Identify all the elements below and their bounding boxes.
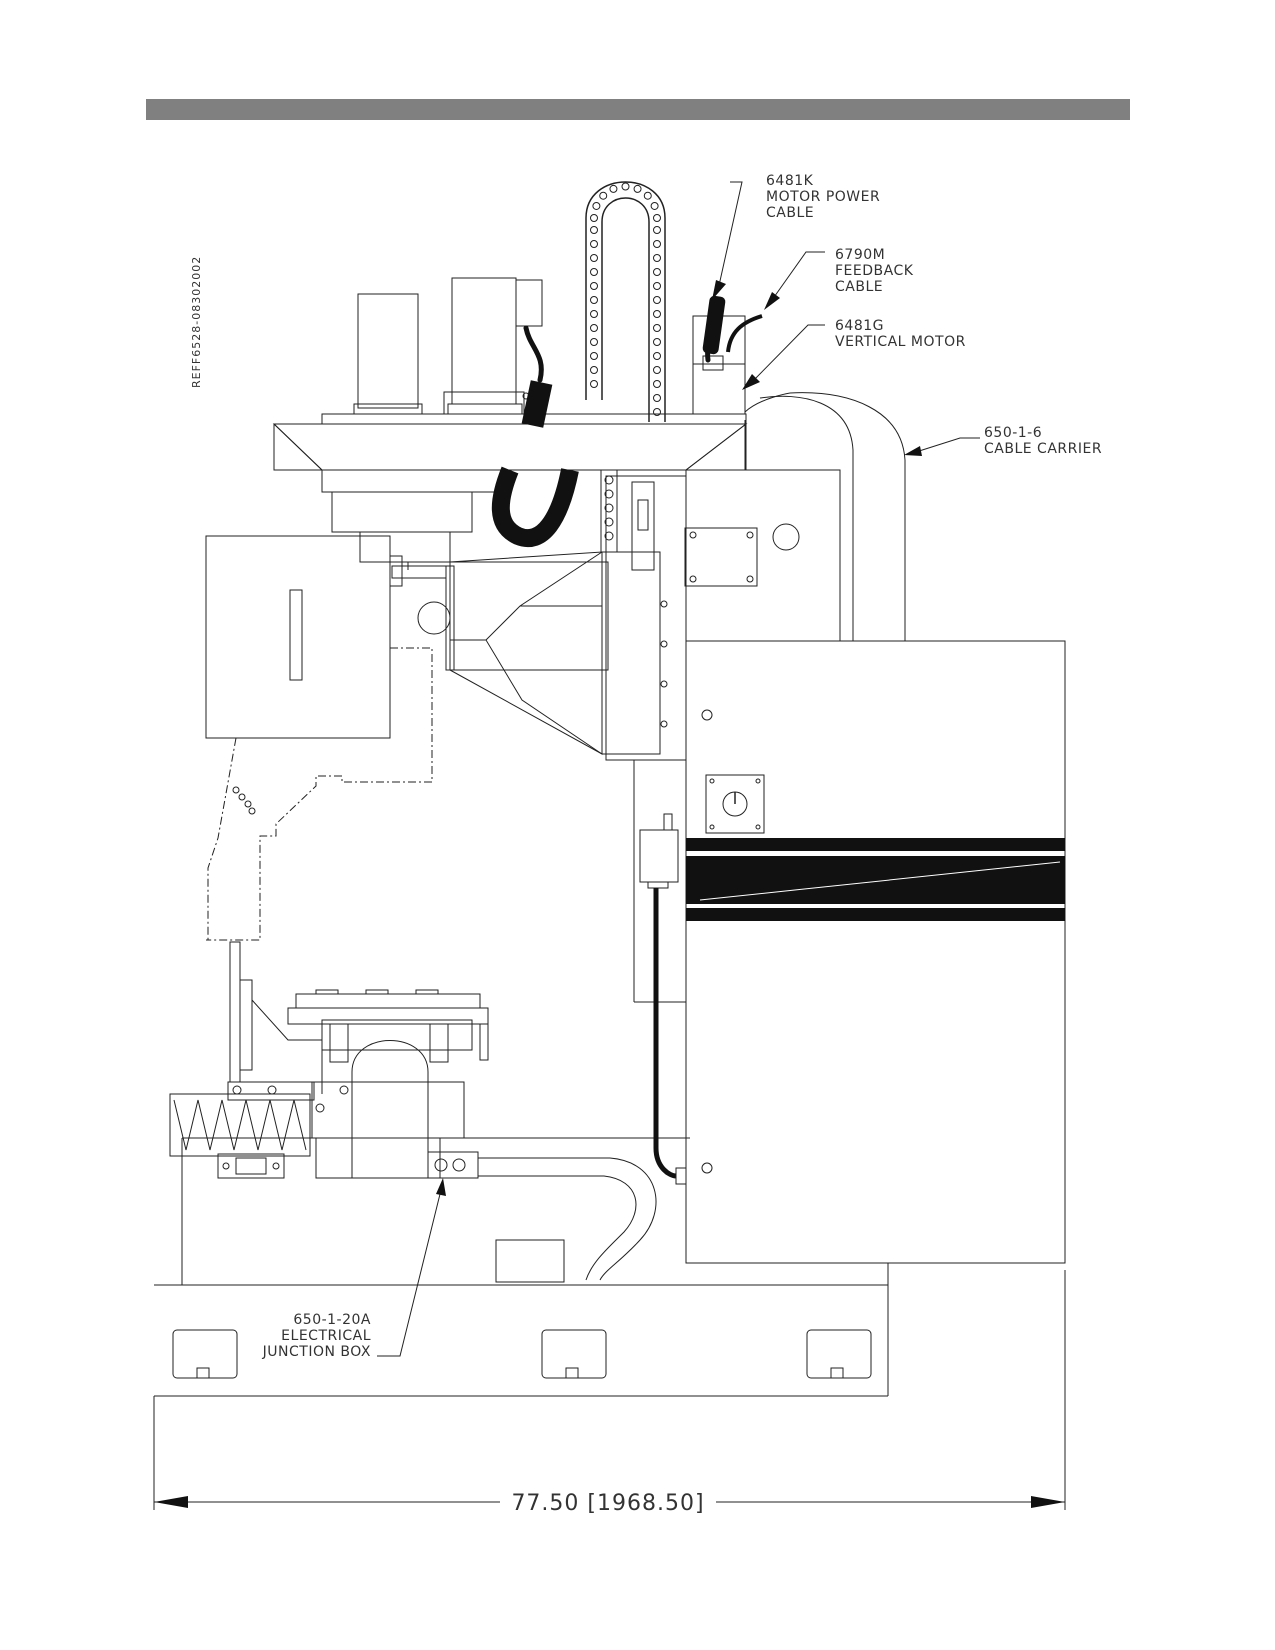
overall-width-dimension: 77.50 [1968.50] [153, 1270, 1066, 1516]
svg-text:650-1-20A: 650-1-20A [293, 1312, 371, 1328]
svg-text:MOTOR POWER: MOTOR POWER [766, 189, 880, 205]
chain-link [653, 254, 661, 262]
chain-link [653, 296, 661, 304]
chain-link [643, 191, 652, 200]
chain-link [590, 296, 598, 304]
phantom-outline [206, 647, 433, 941]
base-pocket-left [172, 1329, 238, 1379]
svg-text:FEEDBACK: FEEDBACK [835, 263, 914, 279]
way-cover-bellows [169, 1093, 311, 1157]
center-slide [600, 470, 655, 571]
chain-link [650, 201, 659, 210]
saddle [227, 941, 473, 1179]
svg-text:ELECTRICAL: ELECTRICAL [281, 1328, 371, 1344]
knee-casting [217, 1040, 479, 1179]
chain-link [590, 352, 598, 360]
chain-link [653, 240, 661, 248]
cable-carrier-tube [744, 392, 906, 641]
dimension-arrow-right [1031, 1496, 1065, 1508]
chain-link [653, 310, 661, 318]
header-bar [146, 99, 1130, 120]
chain-link [653, 226, 661, 234]
reference-code: REFF6528-08302002 [190, 256, 203, 388]
pendant-junction [639, 813, 679, 889]
drive-motor [443, 277, 543, 415]
dimension-label: 77.50 [1968.50] [511, 1491, 704, 1516]
dimension-arrow-left [154, 1496, 188, 1508]
svg-text:6481G: 6481G [835, 318, 884, 334]
ram-head [272, 413, 748, 570]
work-table [287, 989, 489, 1063]
chain-link [590, 254, 598, 262]
chain-link [590, 282, 598, 290]
svg-text:JUNCTION BOX: JUNCTION BOX [262, 1344, 371, 1360]
svg-text:VERTICAL MOTOR: VERTICAL MOTOR [835, 334, 966, 350]
chain-link [590, 240, 598, 248]
chain-link [621, 182, 630, 191]
leader-lines [377, 181, 980, 1357]
chain-link [590, 338, 598, 346]
chain-link [653, 408, 661, 416]
chain-link [653, 338, 661, 346]
chain-link [653, 324, 661, 332]
chain-link [599, 191, 608, 200]
chain-link [653, 282, 661, 290]
chain-link [592, 201, 601, 210]
chain-link [653, 352, 661, 360]
svg-text:CABLE: CABLE [766, 205, 814, 221]
chain-link [653, 366, 661, 374]
spindle-housing [391, 551, 661, 755]
callout-junction-box: 650-1-20A ELECTRICAL JUNCTION BOX [262, 1312, 371, 1360]
chain-link [653, 214, 661, 222]
vertical-cable-chain [585, 181, 666, 422]
chain-link [590, 366, 598, 374]
svg-text:CABLE CARRIER: CABLE CARRIER [984, 441, 1102, 457]
lower-cable-carrier [478, 1157, 657, 1283]
svg-text:650-1-6: 650-1-6 [984, 425, 1042, 441]
svg-text:CABLE: CABLE [835, 279, 883, 295]
chain-link [590, 226, 598, 234]
callout-feedback-cable: 6790M FEEDBACK CABLE [835, 247, 914, 295]
chain-link [609, 184, 618, 193]
drop-cable [653, 888, 677, 1179]
disconnect-switch [705, 774, 765, 834]
chain-link [653, 268, 661, 276]
callout-motor-power-cable: 6481K MOTOR POWER CABLE [766, 173, 880, 221]
callout-cable-carrier: 650-1-6 CABLE CARRIER [984, 425, 1102, 457]
chain-link [590, 380, 598, 388]
base-pocket-center [541, 1329, 607, 1379]
svg-text:6790M: 6790M [835, 247, 885, 263]
chain-link [590, 268, 598, 276]
chain-link [653, 394, 661, 402]
chain-link [653, 380, 661, 388]
black-conduit-loop [491, 466, 579, 547]
chain-link [590, 214, 598, 222]
spindle-motor [353, 293, 423, 415]
control-pendant [205, 535, 403, 739]
chain-link [633, 184, 642, 193]
callout-vertical-motor: 6481G VERTICAL MOTOR [835, 318, 966, 350]
svg-text:6481K: 6481K [766, 173, 814, 189]
base-pocket-right [806, 1329, 872, 1379]
electrical-cabinet [685, 640, 1066, 1264]
chain-link [590, 310, 598, 318]
chain-links [590, 182, 661, 416]
chain-link [590, 324, 598, 332]
